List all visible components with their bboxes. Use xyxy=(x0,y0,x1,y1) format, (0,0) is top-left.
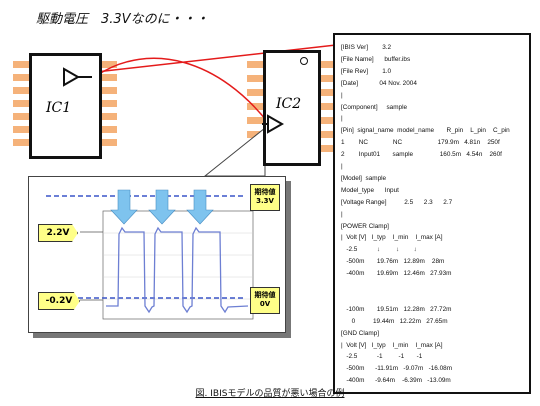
ibis-line: | xyxy=(341,163,343,170)
ic2-chip xyxy=(263,50,321,166)
waveform-trace xyxy=(106,226,249,314)
pin1-marker xyxy=(300,57,308,65)
level-low-tag: -0.2V xyxy=(38,292,80,310)
input-buffer-icon xyxy=(262,114,285,134)
ibis-line: [Date] 04 Nov. 2004 xyxy=(341,79,417,87)
ibis-line: -400m -9.64m -6.39m -13.09m xyxy=(341,377,451,385)
expected-high-tag: 期待値 3.3V xyxy=(250,184,280,211)
figure-caption: 図. IBISモデルの品質が悪い場合の例 xyxy=(195,389,345,399)
ibis-line: [File Rev] 1.0 xyxy=(341,67,392,75)
ibis-line: -2.5 -1 -1 -1 xyxy=(341,353,423,361)
expected-high-title: 期待値 xyxy=(254,188,276,196)
ibis-file-panel: [IBIS Ver] 3.2 [File Name] buffer.ibs [Fil… xyxy=(333,33,531,394)
ibis-line: -100m 19.51m 12.28m 27.72m xyxy=(341,305,452,313)
expected-low-tag: 期待値 0V xyxy=(250,287,280,314)
ibis-line: -500m 19.76m 12.89m 28m xyxy=(341,258,445,266)
expected-low-value: 0V xyxy=(259,300,271,308)
ibis-line: | xyxy=(341,91,343,99)
ibis-line: Model_type Input xyxy=(341,186,399,194)
signal-wire xyxy=(95,57,271,126)
waveform-plot xyxy=(46,189,254,320)
ibis-line: -500m -11.91m -9.07m -16.08m xyxy=(341,365,453,373)
ibis-line: [File Name] buffer.ibs xyxy=(341,55,411,63)
ibis-line: | Volt [V] I_typ I_min I_max [A] xyxy=(341,234,443,242)
ic2-label: IC2 xyxy=(276,96,302,112)
ibis-line: -400m 19.69m 12.46m 27.93m xyxy=(341,270,452,278)
output-buffer-icon xyxy=(63,67,92,87)
ibis-line: | Volt [V] I_typ I_min I_max [A] xyxy=(341,341,443,349)
ibis-line: | xyxy=(341,115,343,123)
expected-low-title: 期待値 xyxy=(254,291,276,299)
ibis-line: [Voltage Range] 2.5 2.3 2.7 xyxy=(341,198,453,206)
ibis-line: [Model] sample xyxy=(341,174,387,182)
ibis-line: [Pin] signal_name model_name R_pin L_pin… xyxy=(341,127,510,135)
ibis-line: [GND Clamp] xyxy=(341,329,379,337)
ibis-line: -2.5 ↓ ↓ ↓ xyxy=(341,246,417,254)
arrow-icons xyxy=(110,189,214,225)
ic1-label: IC1 xyxy=(46,100,72,116)
ic1-pins xyxy=(13,61,117,146)
ibis-line: [IBIS Ver] 3.2 xyxy=(341,44,392,51)
expected-high-value: 3.3V xyxy=(256,197,274,205)
ibis-line: | xyxy=(341,210,343,218)
ibis-pointer-line xyxy=(95,44,337,73)
ibis-line: [Component] sample xyxy=(341,103,408,111)
callout-pointer xyxy=(203,126,266,177)
top-caption: 駆動電圧 3.3Vなのに・・・ xyxy=(36,12,209,27)
level-high-tag: 2.2V xyxy=(38,224,78,242)
ibis-line: 0 19.44m 12.22m 27.65m xyxy=(341,317,448,325)
ibis-line: 1 NC NC 179.9m 4.81n 250f xyxy=(341,139,500,147)
ibis-line: [POWER Clamp] xyxy=(341,222,389,230)
ibis-line: 2 Input01 sample 160.5m 4.54n 260f xyxy=(341,151,502,159)
